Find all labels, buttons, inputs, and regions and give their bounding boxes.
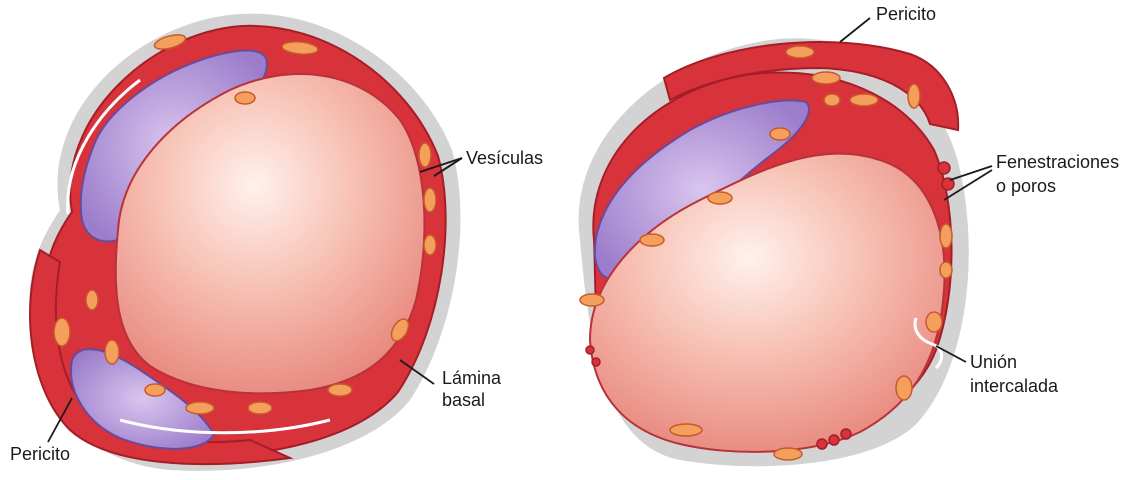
label-union-line2: intercalada [970,376,1059,396]
label-lamina-basal-line1: Lámina [442,368,502,388]
continuous-capillary [29,14,460,471]
label-right-pericito: Pericito [876,4,936,24]
label-lamina-basal-line2: basal [442,390,485,410]
label-fenestraciones-line1: Fenestraciones [996,152,1119,172]
fenestrated-capillary [579,38,969,466]
label-vesiculas: Vesículas [466,148,543,168]
label-left-pericito: Pericito [10,444,70,464]
label-union-line1: Unión [970,352,1017,372]
label-fenestraciones-line2: o poros [996,176,1056,196]
